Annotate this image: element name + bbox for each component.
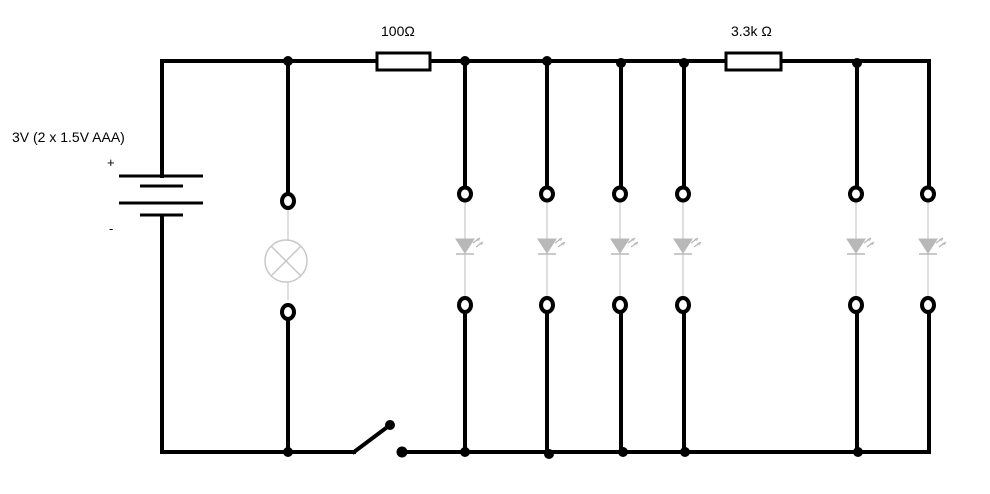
led-icon <box>673 185 702 314</box>
switch-icon <box>351 420 408 458</box>
led-icon <box>918 185 947 314</box>
led-icon <box>846 185 875 314</box>
led-icon <box>610 185 639 314</box>
lamp-icon <box>264 192 308 321</box>
led-group <box>455 185 947 314</box>
resistor-100-ohm <box>375 51 432 72</box>
wires <box>160 59 931 454</box>
resistor-label-100: 100Ω <box>381 23 415 39</box>
resistor-3k3-ohm <box>724 51 783 72</box>
battery-icon <box>119 174 203 217</box>
led-icon <box>537 185 566 314</box>
battery-label: 3V (2 x 1.5V AAA) <box>12 129 125 145</box>
led-icon <box>455 185 484 314</box>
junction-nodes <box>283 56 863 459</box>
battery-minus: - <box>109 221 113 236</box>
resistor-label-3k3: 3.3k Ω <box>731 23 772 39</box>
battery-plus: + <box>107 155 115 170</box>
